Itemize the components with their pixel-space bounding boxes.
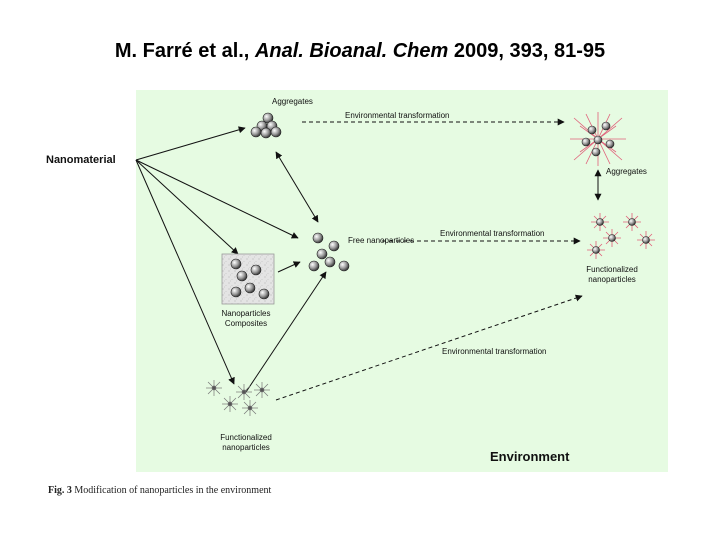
functionalized-label-line1: Functionalized bbox=[220, 433, 272, 442]
aggregates-cluster-icon bbox=[250, 112, 282, 139]
source-arrows bbox=[135, 126, 602, 393]
aggregates-label: Aggregates bbox=[272, 97, 313, 106]
nanomaterial-label: Nanomaterial bbox=[46, 154, 116, 166]
environment-aggregates-icon bbox=[570, 112, 626, 166]
slide-title: M. Farré et al., Anal. Bioanal. Chem 200… bbox=[0, 40, 720, 63]
composites-label-line2: Composites bbox=[225, 319, 267, 328]
arrow-functionalized-to-free bbox=[245, 271, 327, 393]
dashed-arrow-bottom bbox=[275, 294, 583, 401]
functionalized-label-line2: nanoparticles bbox=[222, 443, 270, 452]
composites-label-line1: Nanoparticles bbox=[222, 309, 271, 318]
arrow-to-functionalized bbox=[135, 159, 235, 385]
arrow-composites-to-free bbox=[277, 261, 301, 273]
title-citation: 2009, 393, 81-95 bbox=[453, 40, 606, 62]
title-journal: Anal. Bioanal. Chem bbox=[254, 40, 449, 62]
environment-label: Environment bbox=[490, 449, 570, 464]
arrow-aggregates-free bbox=[275, 151, 319, 223]
arrow-to-composites bbox=[135, 159, 239, 255]
caption-text: Modification of nanoparticles in the env… bbox=[74, 485, 272, 496]
environment-functionalized-icon bbox=[587, 213, 655, 259]
functionalized-nanoparticles-icon bbox=[206, 380, 270, 416]
arrow-to-free-nanoparticles bbox=[135, 159, 299, 239]
transformation-label-bottom: Environmental transformation bbox=[442, 347, 547, 356]
free-nanoparticles-label: Free nanoparticles bbox=[348, 236, 414, 245]
caption-fig-label: Fig. 3 bbox=[48, 485, 72, 496]
title-authors: M. Farré et al., bbox=[114, 40, 250, 62]
free-nanoparticles-icon bbox=[308, 232, 350, 272]
figure-caption: Fig. 3 Modification of nanoparticles in … bbox=[48, 485, 271, 496]
environment-functionalized-label-line1: Functionalized bbox=[586, 265, 638, 274]
arrow-to-aggregates bbox=[135, 126, 246, 161]
transformation-arrows bbox=[275, 118, 583, 401]
transformation-label-middle: Environmental transformation bbox=[440, 229, 545, 238]
composites-icon bbox=[221, 253, 275, 305]
environment-aggregates-label: Aggregates bbox=[606, 167, 647, 176]
environment-functionalized-label-line2: nanoparticles bbox=[588, 275, 636, 284]
transformation-label-top: Environmental transformation bbox=[345, 111, 450, 120]
